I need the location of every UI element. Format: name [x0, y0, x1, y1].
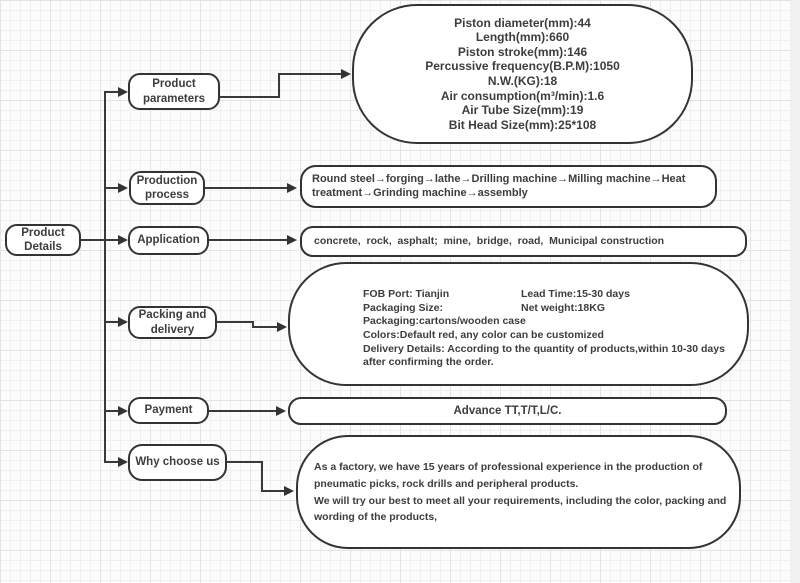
param-piston-stroke: Piston stroke(mm):146 — [457, 44, 588, 59]
box-application[interactable]: concrete, rock, asphalt; mine, bridge, r… — [300, 226, 747, 257]
arrowhead-branch-application — [118, 235, 128, 245]
connector-packing-v — [252, 321, 254, 327]
box-production-process[interactable]: Round steel→forging→lathe→Drilling machi… — [300, 165, 717, 208]
connector-process-h — [205, 187, 287, 189]
connector-packing-h1 — [216, 321, 254, 323]
connector-parameters-v — [278, 74, 280, 98]
node-label-production-process[interactable]: Production process — [129, 171, 205, 205]
box-packing-delivery[interactable]: FOB Port: Tianjin Lead Time:15-30 days P… — [288, 262, 749, 386]
box-why-choose-us[interactable]: As a factory, we have 15 years of profes… — [296, 435, 741, 549]
packing-material: Packaging:cartons/wooden case — [363, 315, 526, 328]
connector-parameters-h1 — [219, 96, 279, 98]
label-packing-delivery: Packing and delivery — [138, 309, 207, 336]
node-label-payment[interactable]: Payment — [128, 397, 209, 424]
connector-why-h1 — [226, 461, 263, 463]
arrowhead-packing-box — [277, 322, 287, 332]
arrowhead-branch-packing — [118, 317, 128, 327]
packing-row-1: FOB Port: Tianjin Lead Time:15-30 days — [363, 288, 733, 302]
packing-delivery-details: Delivery Details: According to the quant… — [363, 342, 725, 369]
label-payment: Payment — [144, 404, 193, 417]
node-product-details[interactable]: Product Details — [5, 224, 81, 256]
connector-packing-h2 — [252, 326, 277, 328]
arrowhead-branch-parameters — [118, 87, 128, 97]
label-why-choose-us: Why choose us — [135, 456, 220, 469]
label-production-process: Production process — [136, 174, 198, 201]
arrowhead-process-box — [287, 183, 297, 193]
payment-text: Advance TT,T/T,L/C. — [453, 404, 562, 417]
label-application: Application — [137, 234, 200, 247]
arrowhead-application-box — [287, 235, 297, 245]
connector-root-to-trunk — [81, 239, 119, 241]
param-air-tube-size: Air Tube Size(mm):19 — [461, 103, 584, 118]
param-net-weight: N.W.(KG):18 — [487, 74, 558, 88]
param-piston-diameter: Piston diameter(mm):44 — [454, 15, 591, 30]
connector-why-h2 — [261, 490, 284, 492]
connector-branch-parameters — [104, 91, 119, 93]
arrowhead-branch-process — [118, 183, 128, 193]
arrowhead-branch-why — [118, 457, 128, 467]
arrowhead-payment-box — [276, 406, 286, 416]
canvas-edge-strip — [791, 0, 800, 583]
packing-size: Packaging Size: — [363, 301, 443, 314]
connector-branch-packing — [104, 321, 119, 323]
packing-fob-port: FOB Port: Tianjin — [363, 288, 450, 300]
node-label-packing-delivery[interactable]: Packing and delivery — [128, 306, 217, 339]
param-length: Length(mm):660 — [475, 30, 570, 45]
label-product-parameters: Product parameters — [142, 78, 205, 105]
packing-net-weight: Net weight:18KG — [521, 301, 606, 314]
box-payment[interactable]: Advance TT,T/T,L/C. — [288, 397, 727, 425]
arrowhead-parameters-box — [341, 69, 351, 79]
arrowhead-why-box — [284, 486, 294, 496]
node-label-why-choose-us[interactable]: Why choose us — [128, 444, 227, 481]
connector-application-h — [209, 239, 287, 241]
box-product-parameters[interactable]: Piston diameter(mm):44 Length(mm):660 Pi… — [352, 4, 693, 144]
param-bit-head-size: Bit Head Size(mm):25*108 — [448, 117, 597, 132]
node-product-details-label: Product Details — [21, 226, 65, 253]
connector-branch-payment — [104, 410, 119, 412]
connector-payment-h — [209, 410, 276, 412]
packing-lead-time: Lead Time:15-30 days — [521, 288, 630, 300]
why-text-requirements: We will try our best to meet all your re… — [314, 494, 727, 524]
connector-trunk — [104, 91, 106, 463]
node-label-product-parameters[interactable]: Product parameters — [128, 73, 220, 110]
param-air-consumption: Air consumption(m³/min):1.6 — [440, 88, 605, 103]
why-text-experience: As a factory, we have 15 years of profes… — [314, 461, 703, 490]
production-process-text: Round steel→forging→lathe→Drilling machi… — [312, 172, 686, 199]
connector-why-v — [261, 461, 263, 492]
connector-parameters-h2 — [278, 73, 341, 75]
connector-branch-process — [104, 187, 119, 189]
application-text: concrete, rock, asphalt; mine, bridge, r… — [314, 234, 665, 247]
arrowhead-branch-payment — [118, 406, 128, 416]
node-label-application[interactable]: Application — [128, 226, 209, 255]
packing-colors: Colors:Default red, any color can be cus… — [363, 328, 604, 341]
param-percussive-frequency: Percussive frequency(B.P.M):1050 — [425, 59, 620, 74]
packing-row-2: Packaging Size: Net weight:18KG — [363, 302, 733, 316]
connector-branch-why — [104, 461, 119, 463]
